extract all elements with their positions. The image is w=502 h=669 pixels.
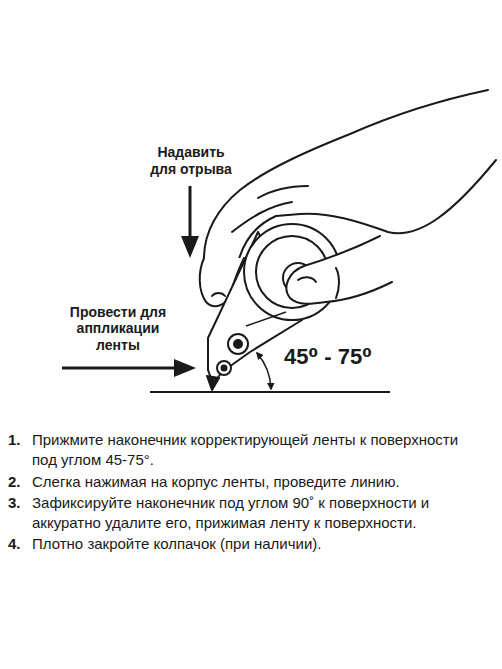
step-number: 3.: [8, 493, 32, 534]
step-number: 2.: [8, 472, 32, 492]
press-arrow: [181, 186, 199, 258]
instruction-step: 3.Зафиксируйте наконечник под углом 90˚ …: [8, 493, 492, 534]
step-number: 1.: [8, 430, 32, 471]
instruction-step: 1.Прижмите наконечник корректирующей лен…: [8, 430, 492, 471]
instruction-step: 4.Плотно закройте колпачок (при наличии)…: [8, 534, 492, 554]
step-text: Прижмите наконечник корректирующей ленты…: [32, 430, 472, 471]
angle-arc: [257, 353, 271, 389]
surface-line: [150, 391, 390, 393]
step-number: 4.: [8, 534, 32, 554]
press-label: Надавить для отрыва: [145, 144, 237, 178]
slide-label: Провести для аппликации ленты: [62, 304, 174, 354]
step-text: Зафиксируйте наконечник под углом 90˚ к …: [32, 493, 472, 534]
slide-arrow: [62, 359, 196, 377]
thumb: [286, 236, 392, 304]
step-text: Плотно закройте колпачок (при наличии).: [32, 534, 472, 554]
instruction-step: 2.Слегка нажимая на корпус ленты, провед…: [8, 472, 492, 492]
angle-label: 45⁰ - 75⁰: [284, 344, 372, 370]
instructions: 1.Прижмите наконечник корректирующей лен…: [8, 430, 492, 556]
step-text: Слегка нажимая на корпус ленты, проведит…: [32, 472, 472, 492]
